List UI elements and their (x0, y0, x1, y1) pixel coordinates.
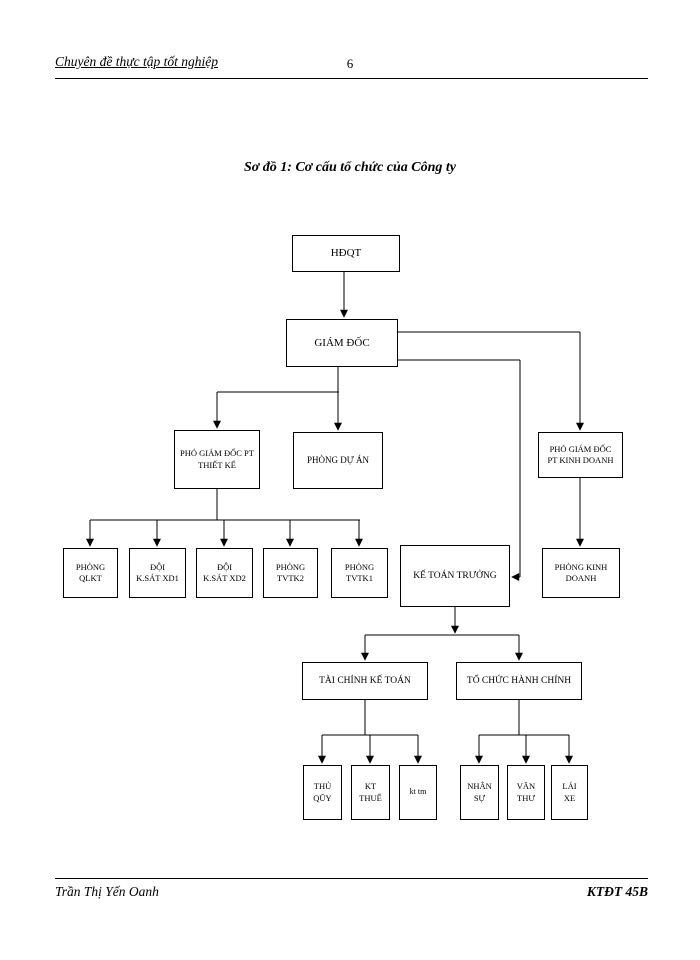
footer-author: Trần Thị Yến Oanh (55, 884, 159, 899)
org-node-pgd-thiet-ke: PHÓ GIÁM ĐỐC PT THIẾT KẾ (174, 430, 260, 489)
org-node-giam-doc: GIÁM ĐỐC (286, 319, 398, 367)
org-node-kt-tm: kt tm (399, 765, 437, 820)
org-node-kt-thue: KT THUẾ (351, 765, 390, 820)
org-node-hdqt: HĐQT (292, 235, 400, 272)
org-node-phong-tvtk2: PHÒNG TVTK2 (263, 548, 318, 598)
org-node-lai-xe: LÁI XE (551, 765, 588, 820)
header-rule (55, 78, 648, 79)
footer-class-name: KTĐT 45B (586, 884, 648, 899)
diagram-title: Sơ đồ 1: Cơ cấu tổ chức của Công ty (243, 160, 457, 175)
org-node-phong-tvtk1: PHÒNG TVTK1 (331, 548, 388, 598)
org-node-thu-quy: THỦ QŨY (303, 765, 342, 820)
org-node-phong-qlkt: PHÒNG QLKT (63, 548, 118, 598)
org-node-phong-du-an: PHÒNG DỰ ÁN (293, 432, 383, 489)
org-node-pgd-kinh-doanh: PHÓ GIÁM ĐỐC PT KINH DOANH (538, 432, 623, 478)
page-number: 6 (346, 56, 354, 71)
header-title: Chuyên đề thực tập tốt nghiệp (55, 54, 218, 69)
footer-rule (55, 878, 648, 879)
org-node-nhan-su: NHÂN SỰ (460, 765, 499, 820)
org-node-van-thu: VĂN THƯ (507, 765, 545, 820)
org-node-doi-ksat-xd1: ĐỘI K.SÁT XD1 (129, 548, 186, 598)
org-node-phong-kinh-doanh: PHÒNG KINH DOANH (542, 548, 620, 598)
org-node-tai-chinh-ke-toan: TÀI CHÍNH KẾ TOÁN (302, 662, 428, 700)
org-node-doi-ksat-xd2: ĐỘI K.SÁT XD2 (196, 548, 253, 598)
org-node-ke-toan-truong: KẾ TOÁN TRƯỞNG (400, 545, 510, 607)
org-node-to-chuc-hanh-chinh: TỔ CHỨC HÀNH CHÍNH (456, 662, 582, 700)
